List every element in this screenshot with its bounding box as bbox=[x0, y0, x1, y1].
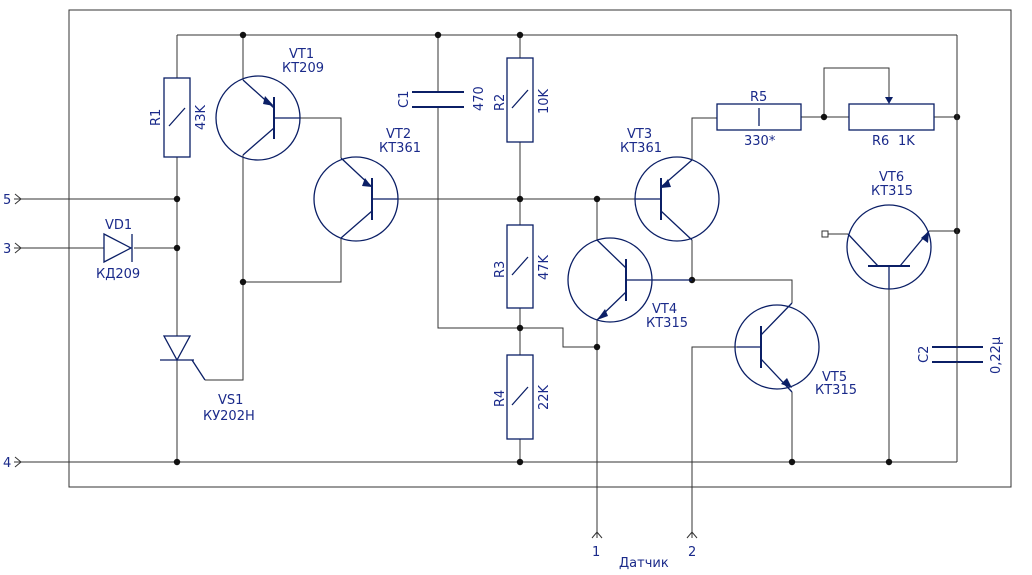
r6-value-label: 1K bbox=[898, 134, 915, 149]
transistor-vt6 bbox=[846, 204, 932, 290]
pin-5-label: 5 bbox=[3, 193, 11, 208]
c2-ref-label: C2 bbox=[917, 346, 932, 363]
resistor-r6 bbox=[848, 97, 935, 131]
vs1-ref-label: VS1 bbox=[218, 393, 243, 408]
c1-value-label: 470 bbox=[472, 86, 487, 111]
pin-4-label: 4 bbox=[3, 456, 11, 471]
r5-ref-label: R5 bbox=[750, 90, 767, 105]
r1-value-label: 43K bbox=[194, 104, 209, 130]
transistor-vt1 bbox=[215, 75, 301, 161]
capacitor-c1 bbox=[412, 91, 464, 108]
vt4-ref-label: VT4 bbox=[652, 302, 677, 317]
transistor-vt4 bbox=[567, 237, 692, 323]
transistor-vt3 bbox=[634, 156, 720, 242]
r6-ref-label: R6 bbox=[872, 134, 889, 149]
pin-1-label: 1 bbox=[592, 545, 600, 560]
r3-ref-label: R3 bbox=[493, 261, 508, 278]
resistor-r1 bbox=[163, 77, 191, 158]
vt1-ref-label: VT1 bbox=[289, 47, 314, 62]
vt2-type-label: КТ361 bbox=[379, 141, 421, 156]
vt6-ref-label: VT6 bbox=[879, 170, 904, 185]
resistor-r4 bbox=[506, 354, 534, 440]
r1-ref-label: R1 bbox=[149, 109, 164, 126]
resistor-r2 bbox=[506, 57, 534, 143]
vt3-type-label: КТ361 bbox=[620, 141, 662, 156]
vs1-type-label: КУ202Н bbox=[203, 409, 255, 424]
vt2-ref-label: VT2 bbox=[386, 127, 411, 142]
r2-ref-label: R2 bbox=[493, 94, 508, 111]
r5-value-label: 330* bbox=[744, 134, 776, 149]
pin-3-label: 3 bbox=[3, 242, 11, 257]
c2-value-label: 0,22µ bbox=[989, 337, 1004, 374]
vt1-type-label: КТ209 bbox=[282, 61, 324, 76]
sensor-label: Датчик bbox=[619, 556, 669, 571]
r4-ref-label: R4 bbox=[493, 390, 508, 407]
diode-vd1 bbox=[103, 232, 133, 264]
vt5-type-label: КТ315 bbox=[815, 383, 857, 398]
transistor-vt2 bbox=[313, 156, 399, 242]
resistor-r5 bbox=[716, 103, 802, 131]
r4-value-label: 22K bbox=[537, 384, 552, 410]
pin-2-label: 2 bbox=[688, 545, 696, 560]
r3-value-label: 47K bbox=[537, 254, 552, 280]
terminal-arrows bbox=[14, 193, 829, 539]
resistor-r3 bbox=[506, 224, 534, 309]
vt3-ref-label: VT3 bbox=[627, 127, 652, 142]
vt6-type-label: КТ315 bbox=[871, 184, 913, 199]
vt5-ref-label: VT5 bbox=[822, 370, 847, 385]
transistor-vt5 bbox=[734, 302, 820, 393]
vt4-type-label: КТ315 bbox=[646, 316, 688, 331]
vd1-type-label: КД209 bbox=[96, 267, 140, 282]
r2-value-label: 10K bbox=[537, 88, 552, 114]
c1-ref-label: C1 bbox=[397, 91, 412, 108]
junction-dots bbox=[173, 31, 961, 466]
thyristor-vs1 bbox=[160, 335, 206, 381]
vd1-ref-label: VD1 bbox=[105, 218, 132, 233]
